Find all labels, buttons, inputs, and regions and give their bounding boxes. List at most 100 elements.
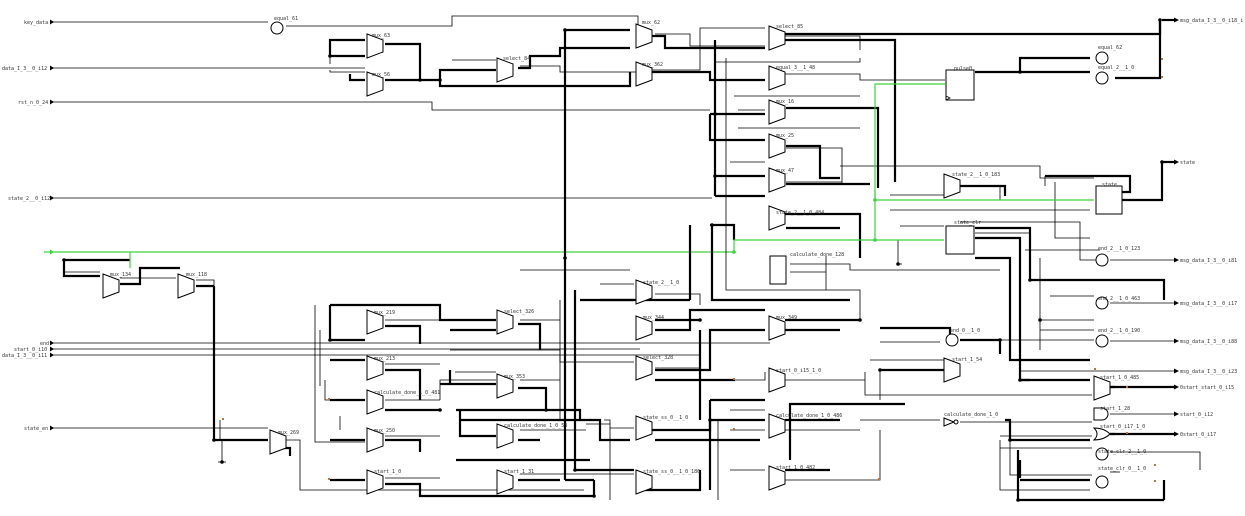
svg-text:mux_344: mux_344	[643, 315, 664, 321]
state-register[interactable]: state	[1095, 182, 1123, 215]
input-port-state-en[interactable]: state_en	[24, 425, 268, 433]
input-port-data-i11[interactable]: data_I_3__0_i11	[2, 352, 700, 360]
output-label: 0start_0_i17	[1180, 432, 1216, 438]
svg-text:end_2__1_0_123: end_2__1_0_123	[1098, 246, 1140, 252]
mux-219[interactable]: mux_219	[366, 309, 395, 335]
svg-text:state_ss_0__1_0: state_ss_0__1_0	[643, 415, 688, 421]
calculate-done-1-0-486[interactable]: calculate_done_1_0_486	[768, 413, 842, 439]
start-1-0-482[interactable]: start_1_0_482	[768, 465, 815, 491]
mux-269[interactable]: mux_269	[269, 429, 299, 455]
output-port-start-i12[interactable]: start_0_i12	[1110, 411, 1213, 419]
select-84[interactable]: select_84	[496, 56, 530, 83]
input-label: key_data	[24, 20, 48, 26]
input-port-start-i10[interactable]: start_0_i10	[14, 346, 640, 354]
output-label: state	[1180, 160, 1195, 166]
mux-56[interactable]: mux_56	[366, 71, 390, 97]
end-2-1-0-190-comparator[interactable]: end_2__1_0_190	[1095, 328, 1140, 348]
mux-118[interactable]: mux_118	[177, 272, 207, 299]
mux-16[interactable]: mux_16	[768, 99, 794, 125]
svg-text:start_0_i15_1_0: start_0_i15_1_0	[776, 368, 821, 374]
svg-text:mux_62: mux_62	[642, 20, 660, 26]
svg-text:start_1_54: start_1_54	[952, 357, 982, 363]
end-2-1-0-123-comparator[interactable]: end_2__1_0_123	[1095, 246, 1140, 267]
svg-text:equal_3__1_48: equal_3__1_48	[776, 65, 815, 71]
calculate-done-128-register[interactable]: calculate_done_128	[769, 252, 844, 285]
input-port-end[interactable]: end	[40, 340, 770, 348]
mux-63[interactable]: mux_63	[366, 33, 390, 59]
state-clr-register[interactable]: state_clr	[945, 220, 981, 255]
mux-25[interactable]: mux_25	[768, 133, 794, 159]
svg-text:calculate_done_1_0_486: calculate_done_1_0_486	[776, 413, 842, 419]
calculate-done-1-0-buffer[interactable]: calculate_done_1_0	[943, 412, 998, 427]
svg-text:state_clr_2__1_0: state_clr_2__1_0	[1098, 449, 1146, 455]
select-326[interactable]: select_326	[496, 309, 534, 335]
mux-344[interactable]: mux_344	[635, 315, 664, 341]
output-port-state[interactable]: state	[1162, 159, 1195, 167]
svg-text:state_clr_0__1_0: state_clr_0__1_0	[1098, 466, 1146, 472]
state-2-1-0[interactable]: state_2__1_0	[635, 279, 679, 305]
start-0-i15-1-0[interactable]: start_0_i15_1_0	[768, 367, 821, 393]
mux-250[interactable]: mux_250	[366, 427, 395, 453]
output-port-msg-data-1[interactable]: msg_data_I_3__0_i81	[1110, 257, 1237, 265]
state-2-1-0-183[interactable]: state_2__1_0_183	[943, 172, 1000, 199]
svg-text:state: state	[1102, 182, 1117, 188]
equal-61-comparator[interactable]: equal_61	[270, 16, 298, 35]
input-label: start_0_i10	[14, 347, 47, 353]
output-port-msg-data-4[interactable]: msg_data_I_3__0_i23	[1020, 368, 1237, 376]
mux-134[interactable]: mux_134	[102, 272, 131, 299]
calculate-done-1-0-481[interactable]: calculate_done_1_0_481	[366, 389, 440, 415]
start-1-0[interactable]: start_1_0	[366, 469, 401, 495]
select-328[interactable]: select_328	[635, 355, 673, 381]
svg-text:state_2__1_0_183: state_2__1_0_183	[952, 172, 1000, 178]
ground-symbol	[218, 263, 902, 463]
input-port-clk[interactable]	[44, 249, 734, 255]
state-ss-0-1-0-186[interactable]: state_ss_0__1_0_186	[635, 469, 700, 495]
svg-text:mux_213: mux_213	[374, 356, 395, 362]
svg-text:calculate_done_1_0_481: calculate_done_1_0_481	[374, 390, 440, 396]
input-port-state-i12[interactable]: state_2__0_i12	[8, 195, 712, 203]
svg-text:start_1_31: start_1_31	[504, 469, 534, 475]
mux-362[interactable]: mux_362	[635, 61, 663, 87]
equal-3-1-48[interactable]: equal_3__1_48	[768, 65, 815, 91]
calculate-done-1-0-53[interactable]: calculate_done_1_0_53	[496, 423, 567, 449]
input-label: rst_n_0_24	[18, 100, 48, 106]
output-port-start-i17[interactable]: 0start_0_i17	[1110, 431, 1216, 439]
output-label: msg_data_I_3__0_i81	[1180, 258, 1237, 264]
output-port-msg-data-top[interactable]: msg_data_I_3__0_i18_i	[1162, 17, 1243, 25]
output-port-start-i15[interactable]: 0start_start_0_i15	[1110, 384, 1234, 392]
output-port-msg-data-2[interactable]: msg_data_I_3__0_i17	[1110, 300, 1237, 308]
mux-353[interactable]: mux_353	[496, 373, 525, 399]
equal-2-1-0-comparator[interactable]: equal_2__1_0	[1095, 65, 1134, 85]
start-1-0-485[interactable]: start_1_0_485	[1093, 375, 1139, 401]
svg-text:state_clr: state_clr	[954, 220, 981, 226]
start-0-i17-1-0-gate[interactable]: start_0_i17_1_0	[1092, 424, 1145, 441]
input-port-rst-n[interactable]: rst_n_0_24	[18, 99, 710, 111]
state-clr-0-1-0-comparator[interactable]: state_clr_0__1_0	[1095, 466, 1146, 489]
equal-62-comparator[interactable]: equal_62	[1095, 45, 1122, 65]
mux-213[interactable]: mux_213	[366, 355, 395, 381]
input-port-key-data[interactable]: key_data	[24, 19, 268, 27]
mux-47[interactable]: mux_47	[768, 167, 794, 193]
svg-text:mux_16: mux_16	[776, 99, 794, 105]
output-port-msg-data-3[interactable]: msg_data_I_3__0_i88	[1110, 338, 1237, 346]
pulse0-register[interactable]: pulse0	[945, 66, 975, 101]
state-ss-0-1-0[interactable]: state_ss_0__1_0	[635, 415, 688, 441]
start-1-28-gate[interactable]: start_1_28	[1093, 406, 1130, 421]
end-2-1-0-463-comparator[interactable]: end_2__1_0_463	[1095, 296, 1140, 310]
input-label: data_I_3__0_i12	[2, 66, 47, 72]
start-1-31[interactable]: start_1_31	[496, 469, 534, 495]
svg-text:mux_118: mux_118	[186, 272, 207, 278]
svg-text:start_1_0: start_1_0	[374, 469, 401, 475]
state-2-1-0-484[interactable]: state_2__1_0_484	[768, 205, 824, 231]
mux-62[interactable]: mux_62	[635, 20, 660, 49]
mux-349[interactable]: mux_349	[768, 315, 797, 341]
output-label: msg_data_I_3__0_i88	[1180, 339, 1237, 345]
svg-text:state_2__1_0: state_2__1_0	[643, 280, 679, 286]
input-port-data-i12[interactable]: data_I_3__0_i12	[2, 65, 365, 73]
svg-text:mux_134: mux_134	[110, 272, 131, 278]
state-clr-2-1-0-comparator[interactable]: state_clr_2__1_0	[1095, 447, 1146, 461]
end-0-1-0-comparator[interactable]: end_0__1_0	[945, 328, 980, 347]
start-1-54[interactable]: start_1_54	[943, 357, 982, 383]
select-85[interactable]: select_85	[768, 24, 803, 51]
